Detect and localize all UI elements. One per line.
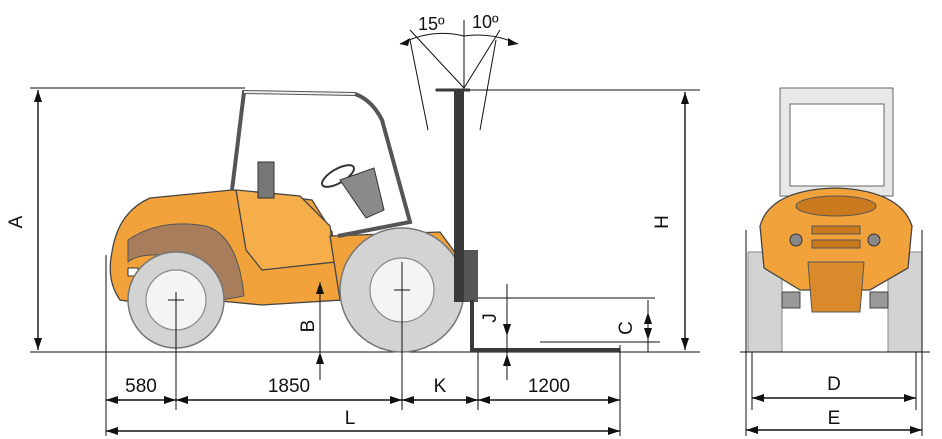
front-view: D E xyxy=(740,87,930,436)
front-overhang-value: 580 xyxy=(125,376,157,397)
side-view: A H 15º 10º xyxy=(6,12,700,436)
front-windscreen xyxy=(789,103,885,187)
dimension-b: B xyxy=(298,282,324,380)
front-grille xyxy=(795,195,877,217)
wheelbase-value: 1850 xyxy=(268,376,310,397)
dimension-d-label: D xyxy=(827,374,841,395)
cab-frame xyxy=(230,89,413,238)
dimension-e-label: E xyxy=(828,408,841,429)
tilt-forward-angle: 10º xyxy=(472,12,499,32)
dimension-a: A xyxy=(6,90,42,350)
tilt-back-angle: 15º xyxy=(418,14,445,34)
tilt-angle-indicator: 15º 10º xyxy=(399,12,519,131)
right-headlight xyxy=(867,233,881,247)
left-headlight xyxy=(789,233,803,247)
fork-length-value: 1200 xyxy=(528,376,570,397)
dimension-c-label: C xyxy=(616,321,637,335)
dimension-l-label: L xyxy=(345,408,356,429)
dimension-h: H xyxy=(652,92,689,350)
dimension-c: C xyxy=(616,300,652,352)
dimension-h-label: H xyxy=(652,215,673,229)
dimension-b-label: B xyxy=(298,320,319,333)
rear-wheel xyxy=(127,251,225,410)
dimension-k-label: K xyxy=(434,376,447,397)
dimension-j: J xyxy=(480,284,511,380)
front-wheel xyxy=(339,227,465,410)
mast xyxy=(436,88,660,352)
operator-seat xyxy=(257,161,275,199)
steering-column xyxy=(339,167,385,219)
front-axle-housing xyxy=(807,261,865,313)
mast-upright xyxy=(454,90,464,302)
fork-carriage xyxy=(464,250,478,302)
dimension-j-label: J xyxy=(480,313,501,323)
length-dimensions: 580 1850 K 1200 L xyxy=(105,255,621,436)
front-body xyxy=(759,187,913,291)
fork-tine xyxy=(470,300,620,352)
dimension-a-label: A xyxy=(6,215,27,228)
